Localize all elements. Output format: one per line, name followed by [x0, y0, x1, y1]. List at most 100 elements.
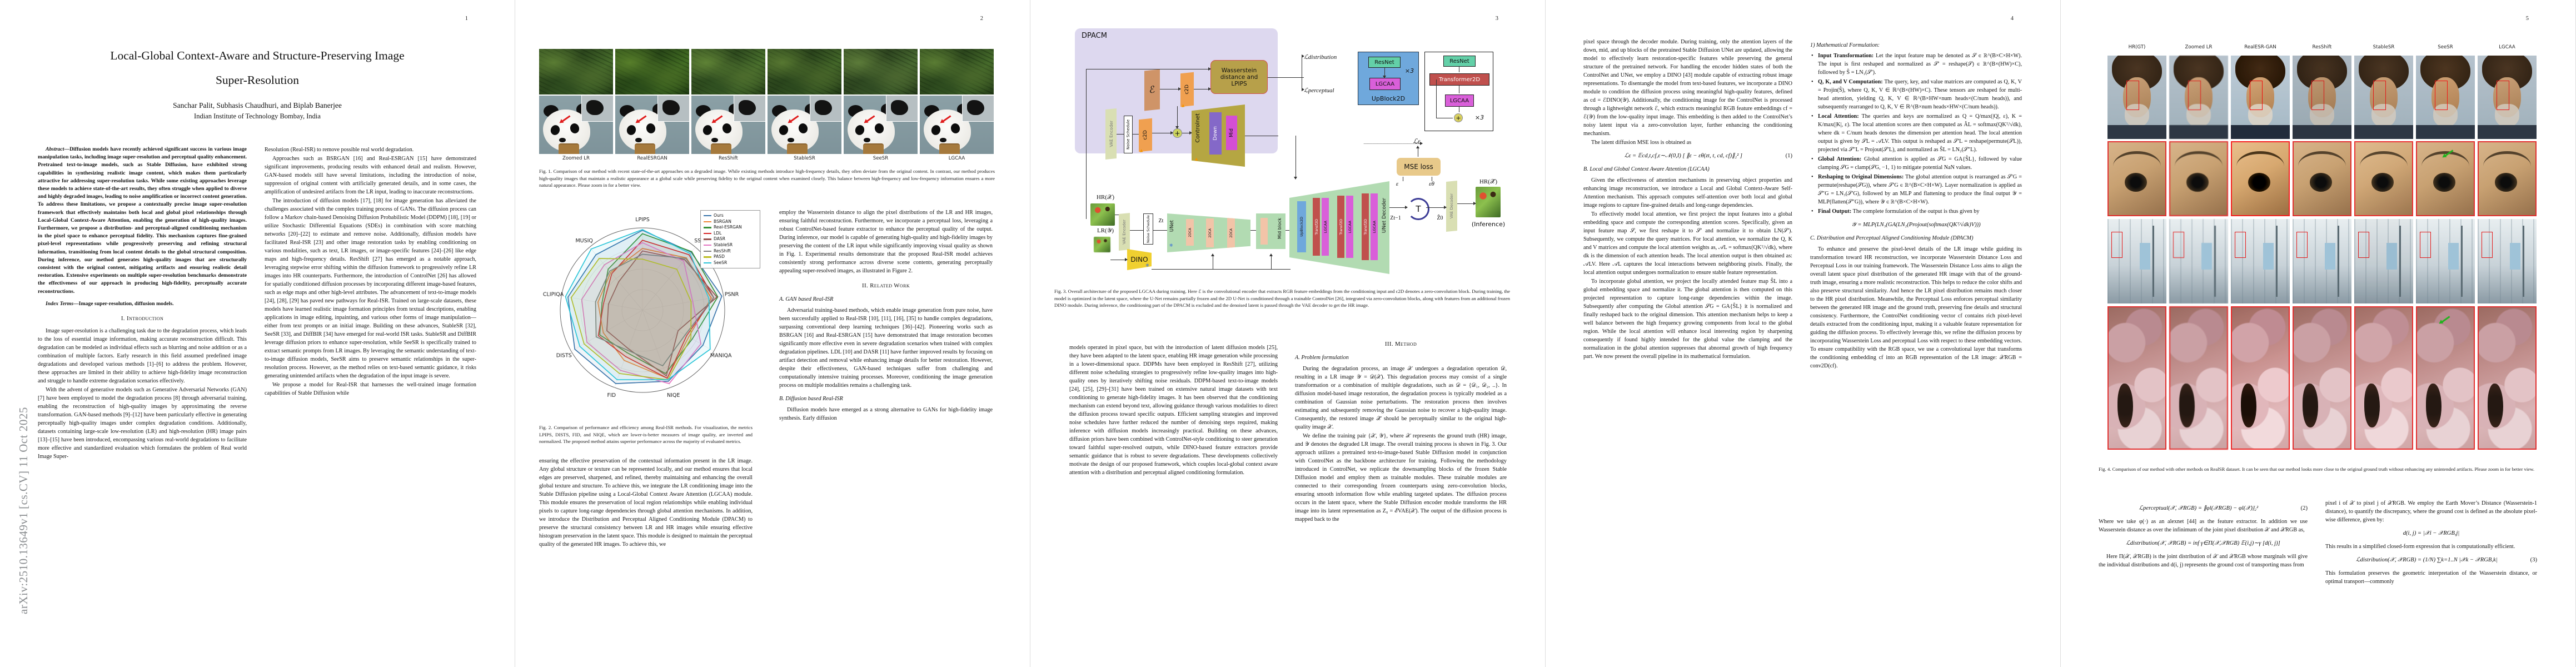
red-box-annotation [2126, 81, 2140, 110]
radar-legend-item: StableSR [704, 242, 757, 248]
fig4-method-label: SeeSR [2438, 44, 2453, 50]
red-box-annotation [2482, 231, 2493, 258]
fig1-method-label: StableSR [794, 156, 815, 161]
radar-axis-label: NIQE [667, 392, 680, 399]
radar-legend-item: LDL [704, 231, 757, 237]
subsection-lgcaa-heading: B. Local and Global Context Aware Attent… [1583, 166, 1710, 172]
fig4-room-image [2416, 219, 2475, 303]
section-related-work-heading: II. Related Work [862, 282, 910, 289]
equation-distribution: ℒdistribution(𝒳, 𝒳RGB) = inf γ∈Π(𝒳,𝒳RGB)… [2126, 540, 2280, 546]
red-box-annotation [2111, 231, 2123, 258]
radar-axis-label: PSNR [725, 292, 739, 298]
zt-minus-label: Zt−1 [1390, 215, 1401, 221]
abstract-label: Abstract [46, 146, 64, 152]
page-number: 2 [980, 16, 983, 22]
red-box-annotation [2496, 81, 2510, 110]
figure-2-radar-chart: LPIPSSSIMPSNRMANIQANIQEFIDDISTSCLIPIQAMU… [539, 206, 760, 412]
body-paragraph: Diffusion models have emerged as a stron… [779, 407, 993, 421]
body-paragraph: ensuring the effective preservation of t… [539, 458, 753, 547]
body-paragraph: pixel space through the decoder module. … [1583, 39, 1792, 137]
fig4-eye-crop-image [2169, 141, 2228, 216]
radar-series-LDL [597, 240, 715, 379]
red-box-annotation [2434, 81, 2448, 110]
radar-legend-item: Real-ESRGAN [704, 225, 757, 231]
page-number: 5 [2525, 16, 2529, 22]
mse-loss-block: MSE loss [1397, 158, 1441, 176]
fig1-method-label: LGCAA [948, 156, 965, 161]
flame-icon: ▲ [1195, 157, 1198, 161]
figure-4-caption: Fig. 4. Comparison of our method with ot… [2099, 466, 2535, 472]
legend-label: PASD [714, 254, 725, 260]
noise-schedule-block: Noise Schedule [1143, 213, 1153, 245]
fig4-room-image [2293, 219, 2351, 303]
fig4-flower-crop-image [2478, 306, 2537, 450]
fig4-portrait-image [2293, 56, 2351, 139]
radar-axis-label: MANIQA [710, 353, 732, 359]
body-paragraph: employ the Wasserstein distance to align… [779, 210, 993, 274]
index-terms-label: Index Terms [46, 300, 73, 307]
fig1-panda-image [691, 96, 765, 154]
figure-4-eye-row [2107, 141, 2537, 216]
red-box-annotation [2173, 231, 2185, 258]
radar-axis-label: DISTS [556, 353, 572, 359]
legend-swatch [704, 256, 711, 258]
intro-paragraph: With the advent of generative models suc… [38, 387, 247, 460]
subsection-diffusion-heading: B. Diffusion based Real-ISR [779, 396, 843, 402]
flame-icon: ▲ [1182, 103, 1185, 108]
sum-node: + [1173, 128, 1182, 138]
page-2: 2 [515, 0, 1030, 667]
red-box-annotation [2188, 81, 2201, 110]
controlnet-block: Controlnet ▲ Down Mid [1192, 104, 1245, 167]
figure-3-caption: Fig. 3. Overall architecture of the prop… [1054, 288, 1510, 308]
fig4-flower-crop-image [2416, 306, 2475, 450]
bullet-item: Local Attention: The queries and keys ar… [1810, 112, 2022, 154]
body-paragraph: Approaches such as BSRGAN [16] and Real-… [265, 156, 476, 195]
bullet-item: Q, K, and V Computation: The query, key,… [1810, 78, 2022, 111]
radar-series-Ours [567, 230, 723, 384]
radar-legend-item: ResShift [704, 248, 757, 255]
p1-right-column: Resolution (Real-ISR) to remove possible… [265, 146, 476, 631]
radar-chart-svg: LPIPSSSIMPSNRMANIQANIQEFIDDISTSCLIPIQAMU… [543, 217, 739, 399]
figure-3-architecture-diagram: DPACM VAE Encoder Noise Schedule c2D▲ ℰ … [1053, 20, 1522, 283]
p5-left-column: ℒperceptual(𝒳, 𝒳RGB) = ∥φl(𝒳RGB) − φl(𝒳)… [2099, 499, 2308, 633]
p2-right-column: employ the Wasserstein distance to align… [779, 208, 993, 631]
figure-2-caption: Fig. 2. Comparison of performance and ef… [539, 425, 753, 445]
legend-swatch [704, 215, 711, 217]
arxiv-watermark: arXiv:2510.13649v1 [cs.CV] 11 Oct 2025 [17, 407, 30, 614]
dino-block: DINO❄ [1127, 249, 1152, 270]
page-number: 1 [465, 16, 468, 22]
figure-1-caption: Fig. 1. Comparison of our method with re… [539, 168, 995, 188]
c2d-block: c2D▲ [1139, 118, 1152, 153]
subsection-gan-heading: A. GAN based Real-ISR [779, 296, 834, 302]
fig4-method-label: LGCAA [2499, 44, 2515, 50]
snowflake-icon: ❄ [1169, 243, 1173, 248]
loss-perceptual-label: ℒperceptual [1304, 87, 1334, 94]
fig4-room-image [2107, 219, 2166, 303]
fig4-portrait-image [2354, 56, 2413, 139]
page-3: 3 DPACM VAE Encoder Noise Schedule c2D▲ … [1030, 0, 1546, 667]
vae-decoder-block: VAE Decoder [1446, 180, 1457, 232]
body-paragraph: To enhance and preserve the pixel-level … [1810, 246, 2022, 369]
z0-hat-label: Ẑ0 [1437, 215, 1443, 221]
p2-left-column: ensuring the effective preservation of t… [539, 457, 753, 631]
red-box-annotation [2311, 81, 2325, 110]
equation-3: ℒdistribution(𝒳, 𝒳RGB) = (1/N) ∑k=1..N |… [2356, 557, 2537, 563]
section-method-heading: III. Method [1384, 341, 1417, 347]
vae-encoder-block: VAE Encoder [1119, 212, 1130, 251]
red-box-annotation [2235, 231, 2246, 258]
fig4-flower-crop-image [2293, 306, 2351, 450]
legend-label: StableSR [714, 242, 733, 247]
fig1-method-label: Zoomed LR [562, 156, 590, 161]
figure-4-room-row [2107, 219, 2537, 303]
bullet-item: Reshaping to Original Dimensions: The gl… [1810, 173, 2022, 206]
fig1-panda-image [844, 96, 918, 154]
mid-block: Mid block [1256, 213, 1285, 249]
paper-title-line1: Local-Global Context-Aware and Structure… [110, 49, 405, 62]
fig1-method-label: ResShift [719, 156, 738, 161]
legend-swatch [704, 245, 711, 246]
fig4-method-label: HR(GT) [2128, 44, 2146, 50]
legend-label: Ours [714, 213, 724, 218]
bullet-item: Input Transformation: Let the input feat… [1810, 52, 2022, 77]
